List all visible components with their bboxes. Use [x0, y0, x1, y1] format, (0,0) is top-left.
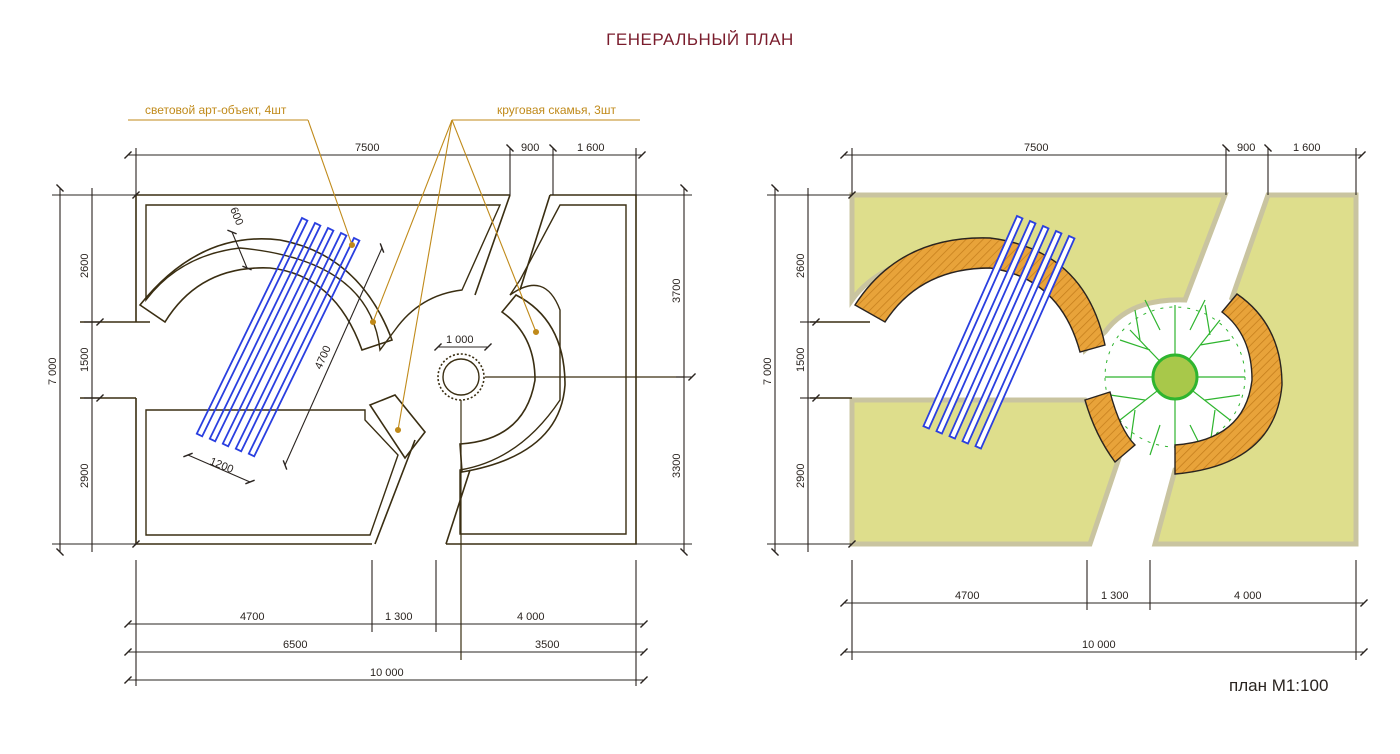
- scale-label: план М1:100: [1229, 676, 1329, 695]
- r-dim-top-7500: 7500: [1024, 142, 1048, 154]
- left-dimensions: [52, 143, 697, 686]
- left-dim-labels: 7500 900 1 600 7 000 2600 1500 2900 3700…: [47, 142, 683, 679]
- dim-inner-4700: 4700: [313, 344, 334, 371]
- dim-left-2600: 2600: [79, 254, 91, 278]
- right-tree-center: [1151, 353, 1199, 401]
- right-light-objects: [922, 214, 1076, 450]
- left-tree-ring: [437, 353, 485, 401]
- dim-right-3300: 3300: [671, 454, 683, 478]
- left-lawn-top-right: [459, 204, 627, 535]
- r-dim-left-1500: 1500: [795, 348, 807, 372]
- r-dim-bottom-10000: 10 000: [1082, 639, 1116, 651]
- left-lawn-bottom-left: [145, 409, 399, 536]
- dim-left-1500: 1500: [79, 348, 91, 372]
- left-lawn-top-left: [145, 204, 502, 352]
- left-site-boundary: [135, 194, 637, 545]
- dim-top-900: 900: [521, 142, 539, 154]
- callout-light-art: световой арт-объект, 4шт: [145, 103, 287, 117]
- right-lawn-bottom-left: [849, 397, 1123, 547]
- dim-inner-1200: 1200: [208, 456, 235, 476]
- dim-top-1600: 1 600: [577, 142, 605, 154]
- r-dim-left-2900: 2900: [795, 464, 807, 488]
- dim-left-2900: 2900: [79, 464, 91, 488]
- right-plan: [810, 192, 1359, 547]
- dim-bottom-3500: 3500: [535, 639, 559, 651]
- right-dim-labels: 7500 900 1 600 7 000 2600 1500 2900 4700…: [762, 142, 1321, 651]
- dim-bottom-6500: 6500: [283, 639, 307, 651]
- r-dim-left-7000: 7 000: [762, 357, 774, 385]
- right-dimensions: [767, 143, 1369, 660]
- dim-bottom-4700: 4700: [240, 611, 264, 623]
- left-bench-arc-bottom: [368, 394, 427, 460]
- r-dim-top-900: 900: [1237, 142, 1255, 154]
- r-dim-left-2600: 2600: [795, 254, 807, 278]
- left-plan: [80, 194, 684, 660]
- right-bench-arc-right: [1174, 293, 1283, 475]
- callout-leaders: [128, 119, 640, 434]
- dim-left-7000: 7 000: [47, 357, 59, 385]
- dim-inner-1000: 1 000: [446, 334, 474, 346]
- callout-bench: круговая скамья, 3шт: [497, 103, 616, 117]
- dim-inner-600: 600: [227, 206, 245, 228]
- r-dim-bottom-1300: 1 300: [1101, 590, 1129, 602]
- r-dim-bottom-4000: 4 000: [1234, 590, 1262, 602]
- dim-top-7500: 7500: [355, 142, 379, 154]
- right-bench-arc-bottom: [1084, 391, 1137, 464]
- left-bench-arc-top: [138, 238, 394, 352]
- dim-bottom-1300: 1 300: [385, 611, 413, 623]
- r-dim-bottom-4700: 4700: [955, 590, 979, 602]
- dim-bottom-10000: 10 000: [370, 667, 404, 679]
- r-dim-top-1600: 1 600: [1293, 142, 1321, 154]
- page-title: ГЕНЕРАЛЬНЫЙ ПЛАН: [606, 30, 794, 49]
- dim-right-3700: 3700: [671, 279, 683, 303]
- dim-bottom-4000: 4 000: [517, 611, 545, 623]
- left-bench-arc-right: [459, 293, 566, 473]
